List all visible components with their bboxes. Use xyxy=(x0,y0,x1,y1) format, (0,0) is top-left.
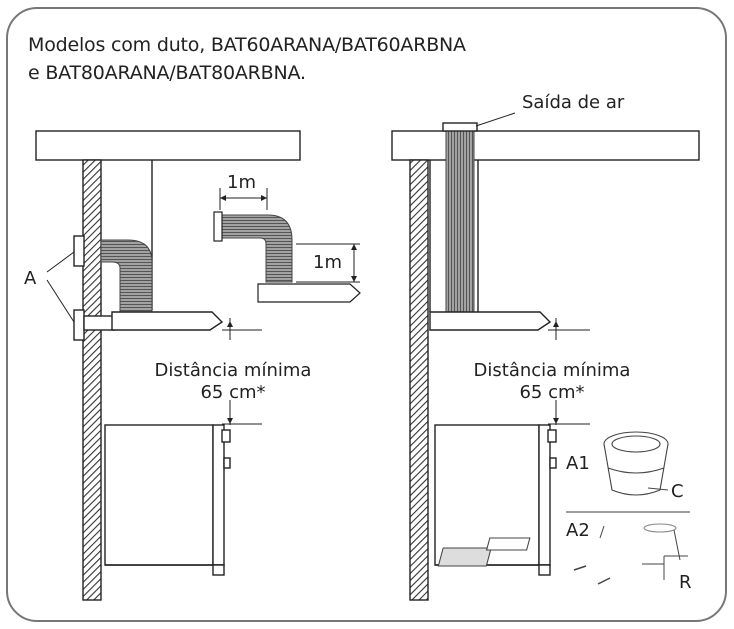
heading-line-1: Modelos com duto, BAT60ARANA/BAT60ARBNA xyxy=(28,34,466,56)
right-installation xyxy=(391,112,700,601)
right-distance-label: Distância mínima xyxy=(473,360,631,381)
right-distance-value: 65 cm* xyxy=(519,382,585,403)
a1-label: A1 xyxy=(566,453,590,474)
air-outlet-label: Saída de ar xyxy=(522,92,625,113)
left-distance-label: Distância mínima xyxy=(154,360,312,381)
r-label: R xyxy=(679,572,692,593)
c-label: C xyxy=(671,481,684,502)
flange-a-label: A xyxy=(24,268,37,289)
left-distance-value: 65 cm* xyxy=(200,382,266,403)
heading-line-2: e BAT80ARANA/BAT80ARBNA. xyxy=(28,62,306,84)
left-installation xyxy=(35,130,301,601)
duct-size-inset xyxy=(213,188,361,303)
a2-label: A2 xyxy=(566,520,590,541)
duct-width-label: 1m xyxy=(227,172,256,193)
duct-height-label: 1m xyxy=(313,252,342,273)
filter-detail xyxy=(437,431,690,585)
